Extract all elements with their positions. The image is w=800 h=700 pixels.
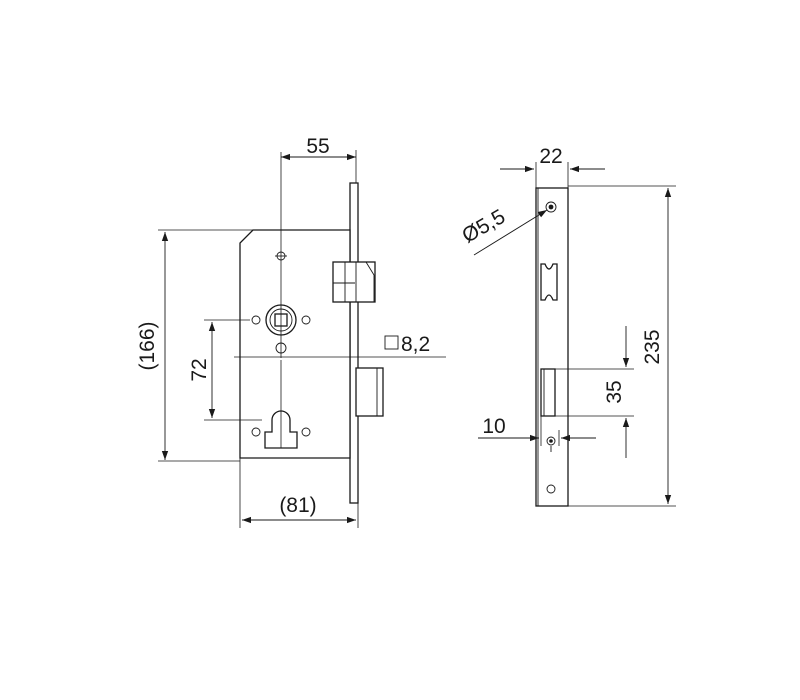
center-distance-label: 72 <box>188 358 211 381</box>
spindle-square-label: 8,2 <box>401 333 430 356</box>
side-bottom-screw-hole <box>546 484 556 494</box>
latch-bolt <box>332 261 376 303</box>
dimension-spindle-square: 8,2 <box>384 333 430 356</box>
front-faceplate-strip <box>349 182 359 504</box>
case-width-label: (81) <box>279 494 316 517</box>
dimension-total-height: (166) <box>136 229 253 462</box>
front-view: 55 (166) 72 (81) 8,2 <box>136 135 446 528</box>
dimension-faceplate-height: 235 <box>568 185 676 507</box>
screw-hole-label: Ø5,5 <box>458 205 509 248</box>
faceplate-height-label: 235 <box>641 329 664 364</box>
dimension-case-width: (81) <box>239 458 359 528</box>
dimension-strike-offset: 10 <box>478 415 596 446</box>
strike-offset-label: 10 <box>482 415 505 438</box>
side-faceplate <box>535 187 569 507</box>
side-key-mark <box>546 436 556 452</box>
faceplate-width-label: 22 <box>539 145 562 168</box>
lock-case-body <box>239 229 351 459</box>
side-view: 22 Ø5,5 235 35 10 <box>458 145 676 507</box>
dimension-center-distance: 72 <box>188 319 262 421</box>
dead-bolt <box>355 367 384 417</box>
total-height-label: (166) <box>136 321 159 370</box>
dimension-backset: 55 <box>281 135 357 183</box>
side-top-screw-hole <box>545 201 557 213</box>
dimension-bolt-height: 35 <box>555 326 634 458</box>
side-bolt-window <box>540 368 556 417</box>
dimension-faceplate-width: 22 <box>500 145 605 188</box>
side-latch-window <box>540 263 558 301</box>
backset-label: 55 <box>306 135 329 158</box>
bolt-height-label: 35 <box>603 380 626 403</box>
dimension-screw-hole: Ø5,5 <box>458 205 548 256</box>
